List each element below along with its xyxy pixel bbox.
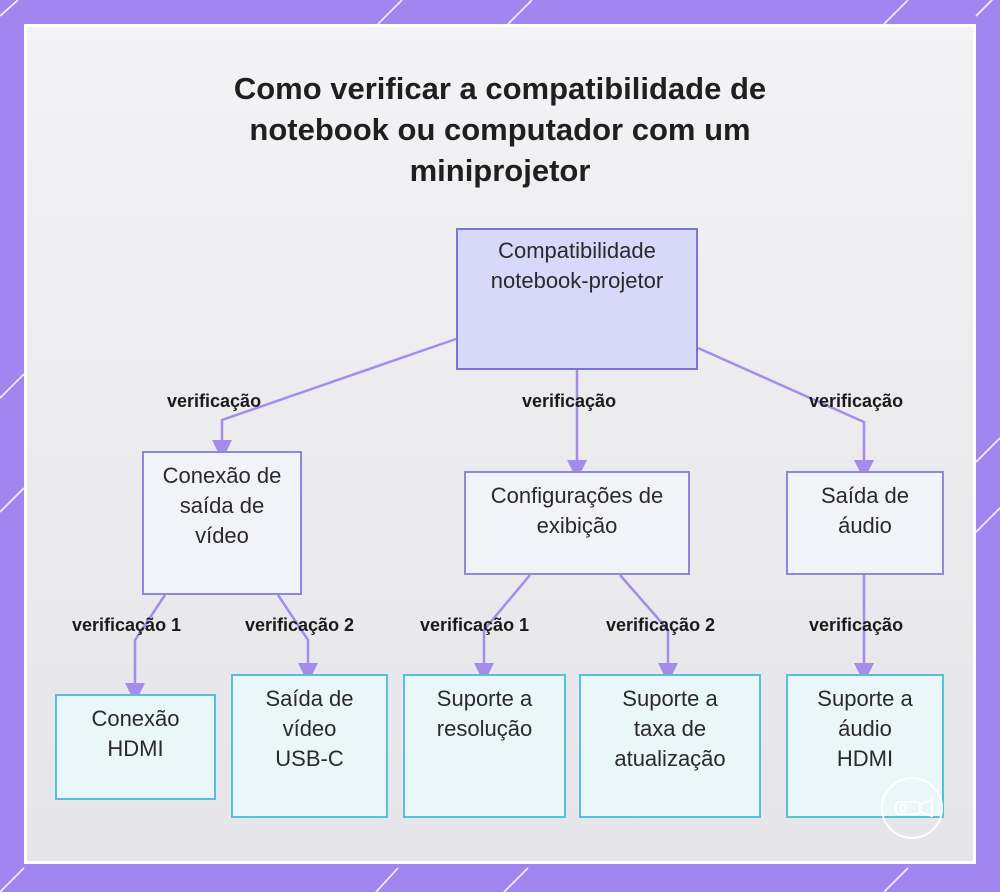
node-hdmi-label: Conexão HDMI [91,706,180,761]
edge-root-audio [697,346,874,480]
projector-logo-icon [881,777,943,839]
edge-label-display-refresh: verificação 2 [606,615,716,635]
node-audio-output[interactable]: Saída de áudio [786,471,944,575]
node-usbc-label: Saída de vídeo USB-C [265,686,354,771]
node-refresh-rate[interactable]: Suporte a taxa de atualização [579,674,761,818]
edge-video-usbc [276,594,318,683]
node-display-settings-label: Configurações de exibição [490,483,664,538]
node-display-settings[interactable]: Configurações de exibição [464,471,690,575]
edge-label-audio-hdmiaudio: verificação [809,615,904,635]
edge-label-root-display: verificação [522,391,617,411]
node-hdmi-audio-label: Suporte a áudio HDMI [817,686,913,771]
node-hdmi-audio[interactable]: Suporte a áudio HDMI [786,674,944,818]
node-refresh-rate-label: Suporte a taxa de atualização [614,686,726,771]
node-resolution[interactable]: Suporte a resolução [403,674,566,818]
edge-display-refresh [619,574,678,683]
node-resolution-label: Suporte a resolução [436,686,533,741]
node-audio-output-label: Saída de áudio [820,483,910,538]
edge-label-video-hdmi: verificação 1 [72,615,182,635]
node-root-label: Compatibilidade notebook-projetor [490,238,664,293]
diagram-title: Como verificar a compatibilidade de note… [233,71,767,188]
edge-video-hdmi [125,594,167,703]
node-hdmi[interactable]: Conexão HDMI [55,694,216,800]
edge-root-video [212,337,457,460]
node-video-output-label: Conexão de saída de vídeo [162,463,282,548]
edge-label-video-usbc: verificação 2 [245,615,355,635]
edge-label-root-audio: verificação [809,391,904,411]
edge-label-display-resolution: verificação 1 [420,615,530,635]
node-root[interactable]: Compatibilidade notebook-projetor [456,228,698,370]
node-usbc[interactable]: Saída de vídeo USB-C [231,674,388,818]
edge-display-resolution [474,574,531,683]
edge-label-root-video: verificação [167,391,262,411]
node-video-output[interactable]: Conexão de saída de vídeo [142,451,302,595]
